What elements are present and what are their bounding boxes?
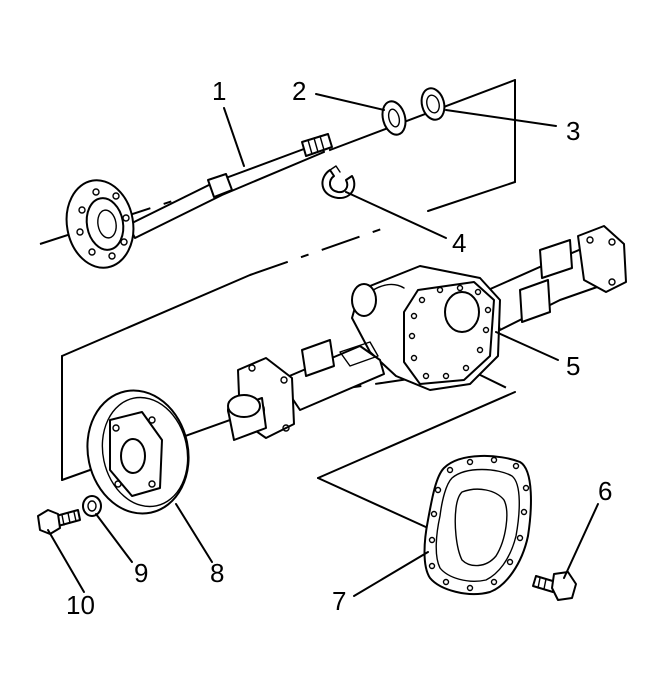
callout-leaders [47, 93, 599, 597]
callout-6: 6 [598, 476, 612, 506]
brake-backing-plate [86, 389, 190, 515]
callout-numbers: 1 2 3 4 5 6 7 8 9 10 [66, 76, 612, 620]
axle-shaft [65, 133, 333, 269]
housing-bolt-holes [408, 284, 492, 380]
axle-seal [420, 87, 446, 121]
callout-8: 8 [210, 558, 224, 588]
cover-bolt [532, 571, 577, 601]
shaft-splines [301, 133, 333, 157]
callout-4: 4 [452, 228, 466, 258]
callout-2: 2 [292, 76, 306, 106]
axle-flange [65, 179, 135, 269]
callout-1: 1 [212, 76, 226, 106]
left-axle-flange [227, 357, 295, 441]
callout-3: 3 [566, 116, 580, 146]
c-lock-retainer [321, 165, 356, 200]
callout-10: 10 [66, 590, 95, 620]
right-tube-bracket [519, 239, 573, 323]
left-tube-bracket [301, 339, 379, 377]
cover-bolt-holes [428, 456, 530, 592]
callout-7: 7 [332, 586, 346, 616]
right-axle-flange [577, 225, 627, 293]
backing-plate-bolt [37, 509, 81, 535]
callout-9: 9 [134, 558, 148, 588]
differential-cover [423, 455, 532, 596]
axle-bearing [381, 100, 407, 136]
axle-housing [227, 225, 627, 441]
callout-5: 5 [566, 351, 580, 381]
washer [82, 495, 102, 517]
